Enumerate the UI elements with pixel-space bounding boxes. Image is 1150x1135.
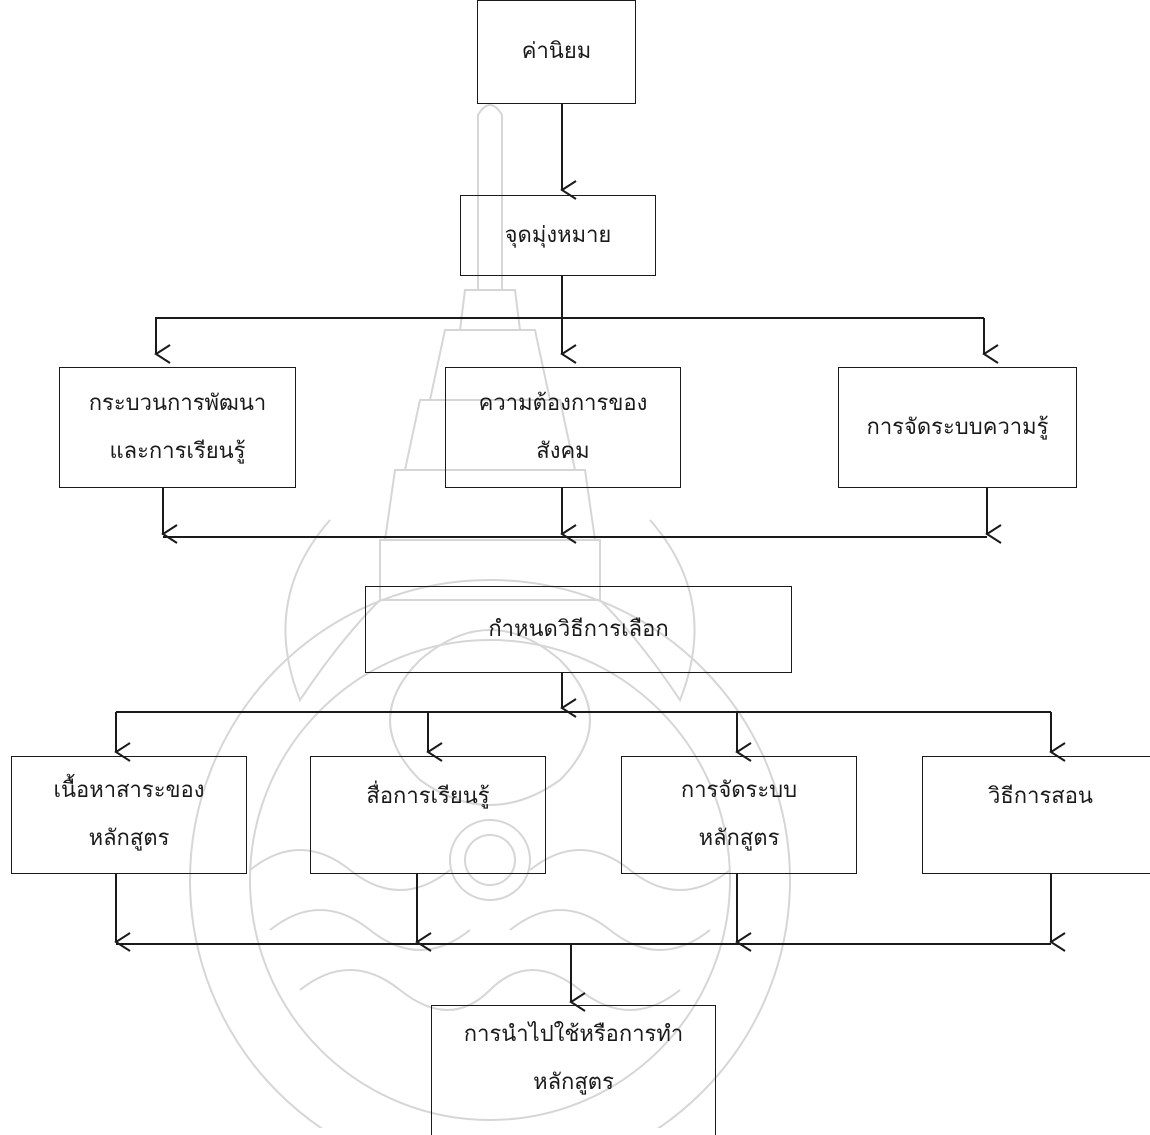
node-learning-process: กระบวนการพัฒนา และการเรียนรู้ xyxy=(59,367,296,488)
node-social-needs-label: ความต้องการของ สังคม xyxy=(478,390,648,464)
node-values: ค่านิยม xyxy=(477,0,636,104)
node-knowledge-org-label: การจัดระบบความรู้ xyxy=(866,414,1049,440)
node-media-label: สื่อการเรียนรู้ xyxy=(366,784,490,809)
node-curriculum-org: การจัดระบบ หลักสูตร xyxy=(621,756,857,874)
node-selection-method: กำหนดวิธีการเลือก xyxy=(365,586,792,673)
node-teaching-method: วิธีการสอน xyxy=(922,756,1150,874)
node-goals: จุดมุ่งหมาย xyxy=(460,195,656,276)
node-content: เนื้อหาสาระของ หลักสูตร xyxy=(11,756,247,874)
node-content-label: เนื้อหาสาระของ หลักสูตร xyxy=(53,778,205,851)
node-curriculum-org-label: การจัดระบบ หลักสูตร xyxy=(680,778,798,851)
node-social-needs: ความต้องการของ สังคม xyxy=(445,367,681,488)
node-learning-process-label: กระบวนการพัฒนา และการเรียนรู้ xyxy=(88,390,267,464)
node-goals-label: จุดมุ่งหมาย xyxy=(504,222,612,248)
node-selection-method-label: กำหนดวิธีการเลือก xyxy=(488,616,669,642)
node-values-label: ค่านิยม xyxy=(521,39,592,64)
node-implementation: การนำไปใช้หรือการทำ หลักสูตร xyxy=(431,1005,716,1135)
node-knowledge-org: การจัดระบบความรู้ xyxy=(838,367,1077,488)
node-teaching-method-label: วิธีการสอน xyxy=(988,784,1093,809)
node-implementation-label: การนำไปใช้หรือการทำ หลักสูตร xyxy=(463,1021,684,1095)
node-media: สื่อการเรียนรู้ xyxy=(310,756,546,874)
